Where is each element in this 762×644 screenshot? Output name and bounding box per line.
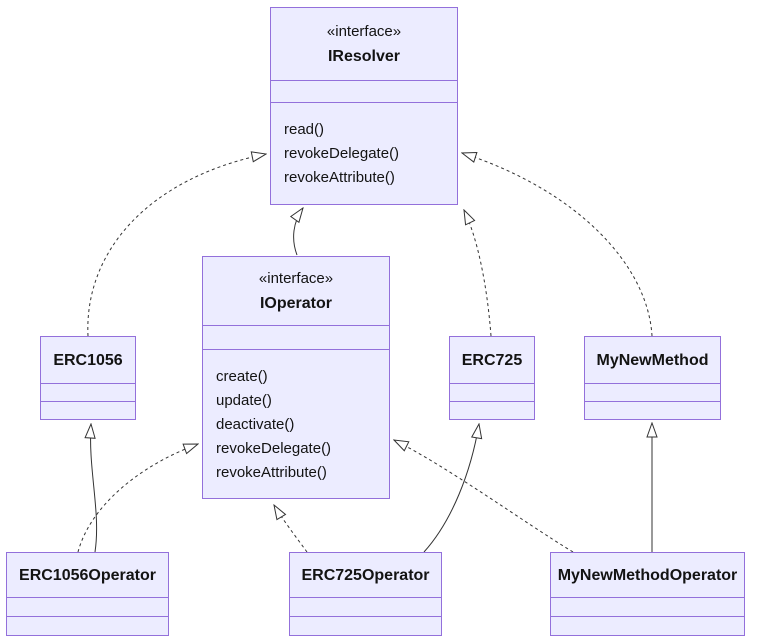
class-name: ERC1056Operator	[19, 566, 156, 584]
methods-section-empty	[551, 616, 744, 635]
method-label: revokeDelegate()	[216, 440, 332, 457]
stereotype-label: «interface»	[326, 22, 402, 40]
method-label: revokeDelegate()	[284, 145, 400, 162]
methods-section-empty	[585, 401, 720, 419]
edge-erc1056operator-implements-ioperator	[77, 444, 198, 553]
method-label: revokeAttribute()	[216, 464, 327, 481]
class-erc725-header: ERC725	[450, 337, 534, 383]
edge-ioperator-extends-iresolver	[294, 208, 303, 256]
stereotype-label: «interface»	[258, 269, 334, 287]
methods-section-empty	[290, 616, 441, 635]
method-label: revokeAttribute()	[284, 169, 395, 186]
class-erc1056operator-header: ERC1056Operator	[7, 553, 168, 597]
class-mynewmethod-header: MyNewMethod	[585, 337, 720, 383]
class-erc725operator-header: ERC725Operator	[290, 553, 441, 597]
class-erc725operator: ERC725Operator	[289, 552, 442, 636]
edge-mynewmethod-implements-iresolver	[462, 153, 653, 337]
class-erc1056operator: ERC1056Operator	[6, 552, 169, 636]
edge-erc725-implements-iresolver	[464, 210, 492, 337]
class-name: ERC725	[461, 351, 523, 369]
method-label: read()	[284, 121, 325, 138]
class-name: ERC1056	[53, 351, 123, 369]
attributes-section-empty	[585, 383, 720, 401]
attributes-section-empty	[290, 597, 441, 616]
edge-erc725operator-extends-erc725	[423, 424, 479, 553]
class-name: MyNewMethodOperator	[557, 566, 738, 584]
attributes-section-empty	[551, 597, 744, 616]
class-erc1056: ERC1056	[40, 336, 136, 420]
class-mynewmethodoperator-header: MyNewMethodOperator	[551, 553, 744, 597]
class-name: MyNewMethod	[596, 351, 709, 369]
edge-erc1056-implements-iresolver	[87, 154, 266, 337]
methods-section-empty	[7, 616, 168, 635]
class-iresolver: «interface» IResolver read() revokeDeleg…	[270, 7, 458, 205]
class-mynewmethod: MyNewMethod	[584, 336, 721, 420]
attributes-section-empty	[271, 80, 457, 102]
edge-erc725operator-implements-ioperator	[274, 505, 308, 553]
class-erc725: ERC725	[449, 336, 535, 420]
method-label: update()	[216, 392, 272, 409]
methods-section: create() update() deactivate() revokeDel…	[203, 349, 389, 498]
attributes-section-empty	[7, 597, 168, 616]
method-label: create()	[216, 368, 268, 385]
class-erc1056-header: ERC1056	[41, 337, 135, 383]
class-iresolver-header: «interface» IResolver	[271, 8, 457, 80]
attributes-section-empty	[203, 325, 389, 349]
class-ioperator-header: «interface» IOperator	[203, 257, 389, 325]
methods-section-empty	[450, 401, 534, 419]
class-name: IOperator	[259, 294, 332, 312]
class-mynewmethodoperator: MyNewMethodOperator	[550, 552, 745, 636]
edge-erc1056operator-extends-erc1056	[91, 424, 98, 553]
attributes-section-empty	[450, 383, 534, 401]
methods-section-empty	[41, 401, 135, 419]
class-name: IResolver	[327, 47, 401, 65]
method-label: deactivate()	[216, 416, 295, 433]
methods-section: read() revokeDelegate() revokeAttribute(…	[271, 102, 457, 204]
attributes-section-empty	[41, 383, 135, 401]
class-name: ERC725Operator	[301, 566, 430, 584]
class-ioperator: «interface» IOperator create() update() …	[202, 256, 390, 499]
edge-mynewmethodoperator-implements-ioperator	[394, 440, 574, 553]
